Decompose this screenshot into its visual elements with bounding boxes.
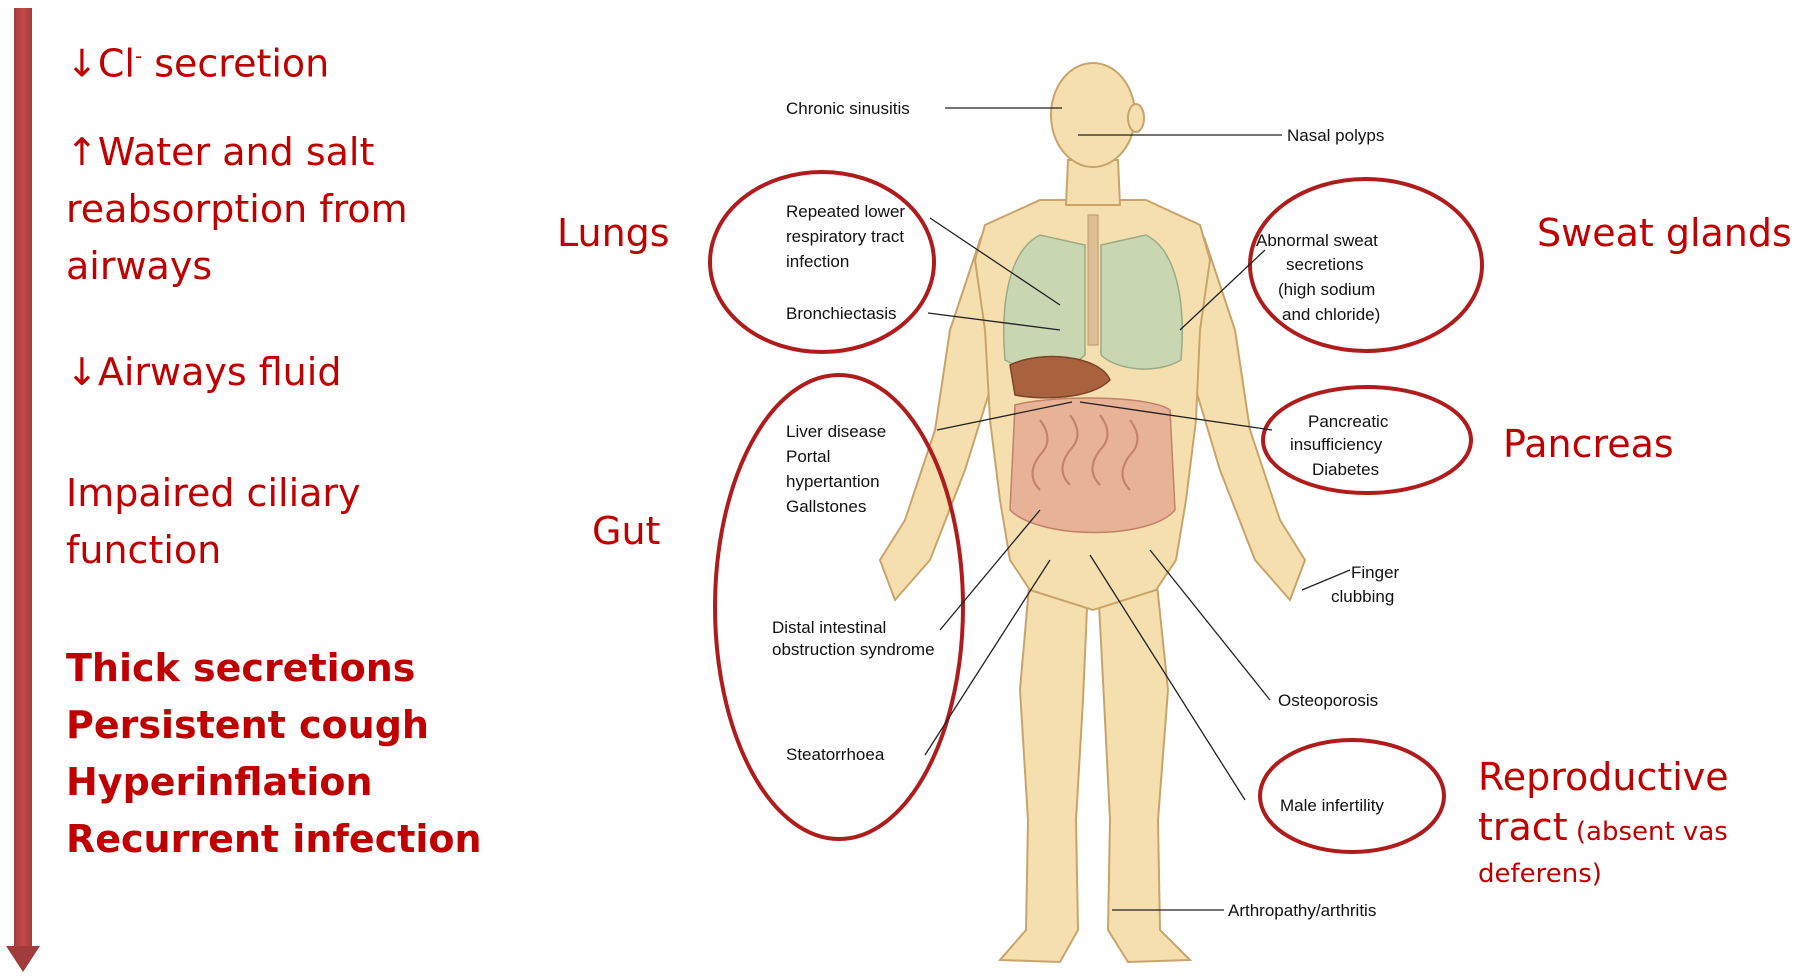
label-liver-1: Liver disease — [786, 422, 886, 441]
label-finger-2: clubbing — [1331, 587, 1394, 606]
label-sweat-3: (high sodium — [1278, 280, 1375, 299]
label-repeated-3: infection — [786, 252, 849, 271]
label-arthropathy: Arthropathy/arthritis — [1228, 901, 1376, 920]
label-sweat-1: Abnormal sweat — [1256, 231, 1378, 250]
label-liver-3: hypertantion — [786, 472, 880, 491]
label-repeated-2: respiratory tract — [786, 227, 904, 246]
label-steatorrhoea: Steatorrhoea — [786, 745, 885, 764]
label-sweat-2: secretions — [1286, 255, 1363, 274]
label-male-infertility: Male infertility — [1280, 796, 1384, 815]
label-liver-2: Portal — [786, 447, 830, 466]
gut-oval — [715, 375, 963, 839]
label-osteoporosis: Osteoporosis — [1278, 691, 1378, 710]
sweat-glands-oval — [1250, 179, 1482, 351]
label-repeated-1: Repeated lower — [786, 202, 905, 221]
label-liver-4: Gallstones — [786, 497, 866, 516]
label-pancreatic-2: insufficiency — [1290, 435, 1383, 454]
label-sweat-4: and chloride) — [1282, 305, 1380, 324]
label-pancreatic-3: Diabetes — [1312, 460, 1379, 479]
label-pancreatic-1: Pancreatic — [1308, 412, 1389, 431]
label-bronchiectasis: Bronchiectasis — [786, 304, 897, 323]
label-nasal-polyps: Nasal polyps — [1287, 126, 1384, 145]
label-finger-1: Finger — [1351, 563, 1400, 582]
label-chronic-sinusitis: Chronic sinusitis — [786, 99, 910, 118]
label-distal-1: Distal intestinal — [772, 618, 886, 637]
label-distal-2: obstruction syndrome — [772, 640, 935, 659]
